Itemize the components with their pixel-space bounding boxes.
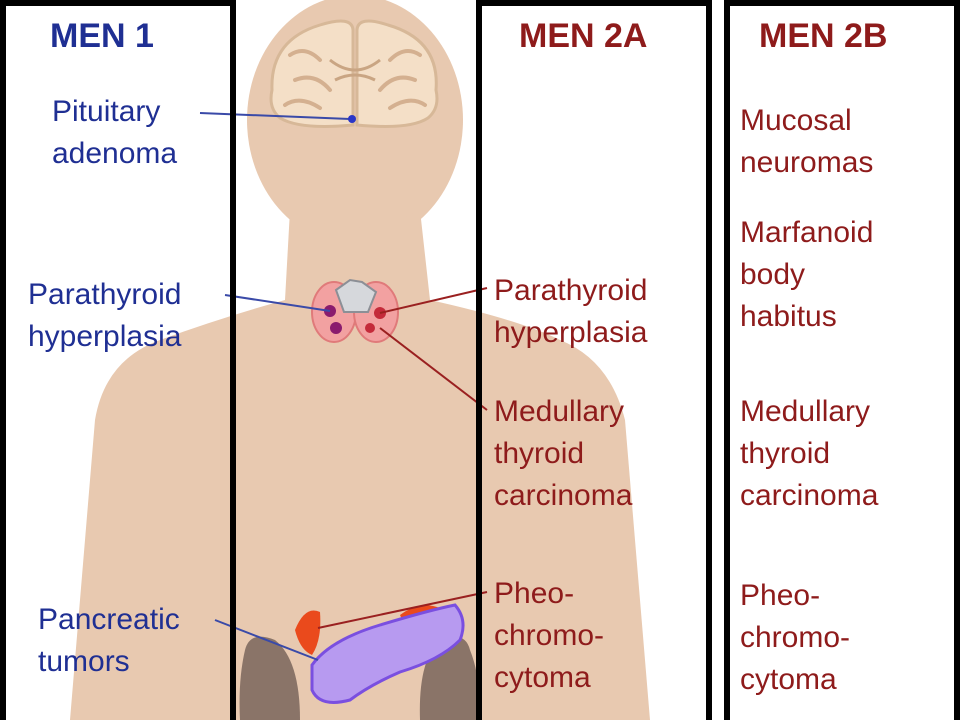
men2a-pheo-label: Pheo- chromo- cytoma bbox=[494, 577, 605, 694]
men2b-marfanoid-label: Marfanoid body habitus bbox=[740, 216, 874, 333]
brain-illustration bbox=[269, 19, 439, 128]
thyroid-illustration bbox=[311, 278, 399, 343]
men2a-title: MEN 2A bbox=[519, 17, 648, 55]
men1-pancreatic-label: Pancreatic tumors bbox=[38, 603, 180, 678]
men1-pituitary-label: Pituitary adenoma bbox=[52, 95, 178, 170]
pointer-lines bbox=[199, 112, 488, 661]
men2b-title: MEN 2B bbox=[759, 17, 888, 55]
men2a-medullary-label: Medullary thyroid carcinoma bbox=[494, 395, 633, 512]
abdomen-illustration bbox=[239, 603, 479, 720]
men2b-mucosal-label: Mucosal neuromas bbox=[740, 104, 874, 179]
men2b-pheo-label: Pheo- chromo- cytoma bbox=[740, 579, 851, 696]
men1-parathyroid-label: Parathyroid hyperplasia bbox=[28, 278, 182, 353]
men1-title: MEN 1 bbox=[50, 17, 154, 55]
men2a-parathyroid-label: Parathyroid hyperplasia bbox=[494, 274, 648, 349]
men2b-medullary-label: Medullary thyroid carcinoma bbox=[740, 395, 879, 512]
